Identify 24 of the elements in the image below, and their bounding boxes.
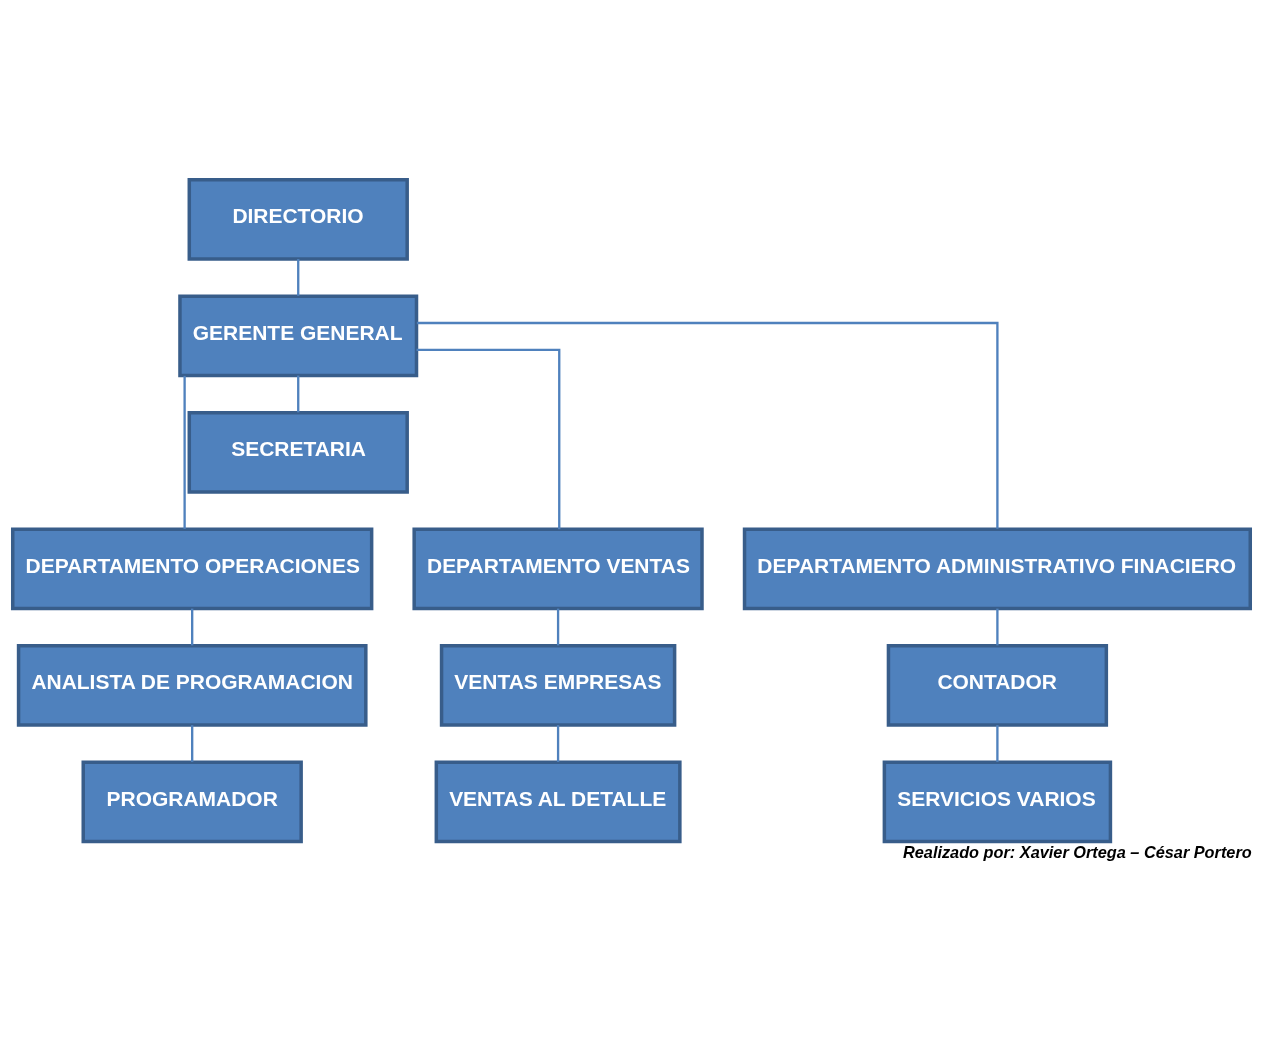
node-box: VENTAS AL DETALLE — [434, 760, 682, 844]
node-box: VENTAS EMPRESAS — [439, 644, 677, 727]
connector — [996, 725, 999, 762]
connector — [183, 375, 186, 529]
node-box: DEPARTAMENTO ADMINISTRATIVO FINACIERO — [742, 527, 1252, 611]
node-box: SERVICIOS VARIOS — [882, 760, 1113, 844]
node-box: GERENTE GENERAL — [178, 294, 419, 378]
connector — [297, 375, 300, 413]
node-box: CONTADOR — [886, 644, 1109, 727]
connector — [996, 608, 999, 646]
connector — [191, 608, 194, 646]
connector — [191, 725, 194, 762]
node-box: DIRECTORIO — [187, 177, 409, 261]
node-box: DEPARTAMENTO OPERACIONES — [11, 527, 374, 611]
node-box: PROGRAMADOR — [81, 760, 303, 844]
node-box: ANALISTA DE PROGRAMACION — [16, 644, 368, 727]
connector — [556, 608, 560, 646]
connector — [416, 348, 561, 530]
node-box: SECRETARIA — [187, 410, 409, 494]
connector — [416, 321, 999, 529]
connector — [556, 725, 560, 762]
connector — [297, 259, 300, 296]
caption: Realizado por: Xavier Ortega – César Portero — [903, 843, 1252, 862]
node-box: DEPARTAMENTO VENTAS — [412, 527, 704, 611]
